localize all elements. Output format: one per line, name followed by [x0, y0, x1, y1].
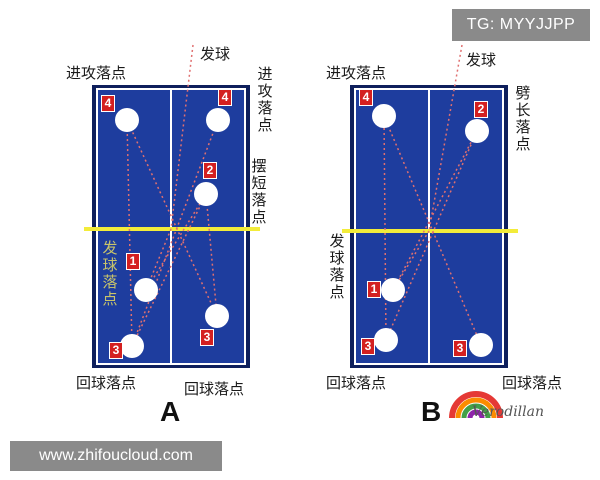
marker-a-4-left: 4	[101, 95, 115, 112]
balls-b	[372, 104, 493, 357]
return-landing-label-a-right: 回球落点	[184, 380, 245, 398]
panel-b-letter: B	[421, 396, 442, 427]
brand-logo	[449, 391, 503, 419]
marker-a-3-left: 3	[109, 342, 123, 359]
brand-name: Verodillan	[472, 404, 544, 420]
balls-a	[115, 108, 230, 358]
table-a	[92, 85, 250, 368]
serve-landing-label-b: 发球落点	[329, 232, 345, 301]
return-landing-label-a-left: 回球落点	[76, 374, 137, 392]
return-landing-label-b-right: 回球落点	[502, 374, 563, 392]
attack-landing-label-a-right: 进攻落点	[257, 65, 273, 134]
marker-a-1: 1	[126, 253, 140, 270]
trajectories-b	[383, 44, 482, 346]
serve-label-b: 发球	[466, 51, 497, 69]
watermark-tg: TG: MYYJJPP	[452, 9, 590, 41]
attack-landing-label-a-left: 进攻落点	[66, 64, 127, 82]
marker-b-2: 2	[474, 101, 488, 118]
marker-b-1: 1	[367, 281, 381, 298]
short-landing-label-a: 摆短落点	[251, 157, 267, 226]
trajectories-a	[126, 44, 219, 347]
marker-a-2: 2	[203, 162, 217, 179]
panel-a-letter: A	[160, 396, 181, 427]
serve-landing-label-a: 发球落点	[102, 239, 118, 308]
marker-b-3-left: 3	[361, 338, 375, 355]
long-landing-label-b: 劈长落点	[515, 84, 531, 153]
marker-b-3-right: 3	[453, 340, 467, 357]
marker-b-4: 4	[359, 89, 373, 106]
serve-label-a: 发球	[200, 45, 231, 63]
marker-a-4-right: 4	[218, 89, 232, 106]
marker-a-3-right: 3	[200, 329, 214, 346]
attack-landing-label-b: 进攻落点	[326, 64, 387, 82]
watermark-url: www.zhifoucloud.com	[10, 441, 222, 471]
return-landing-label-b-left: 回球落点	[326, 374, 387, 392]
